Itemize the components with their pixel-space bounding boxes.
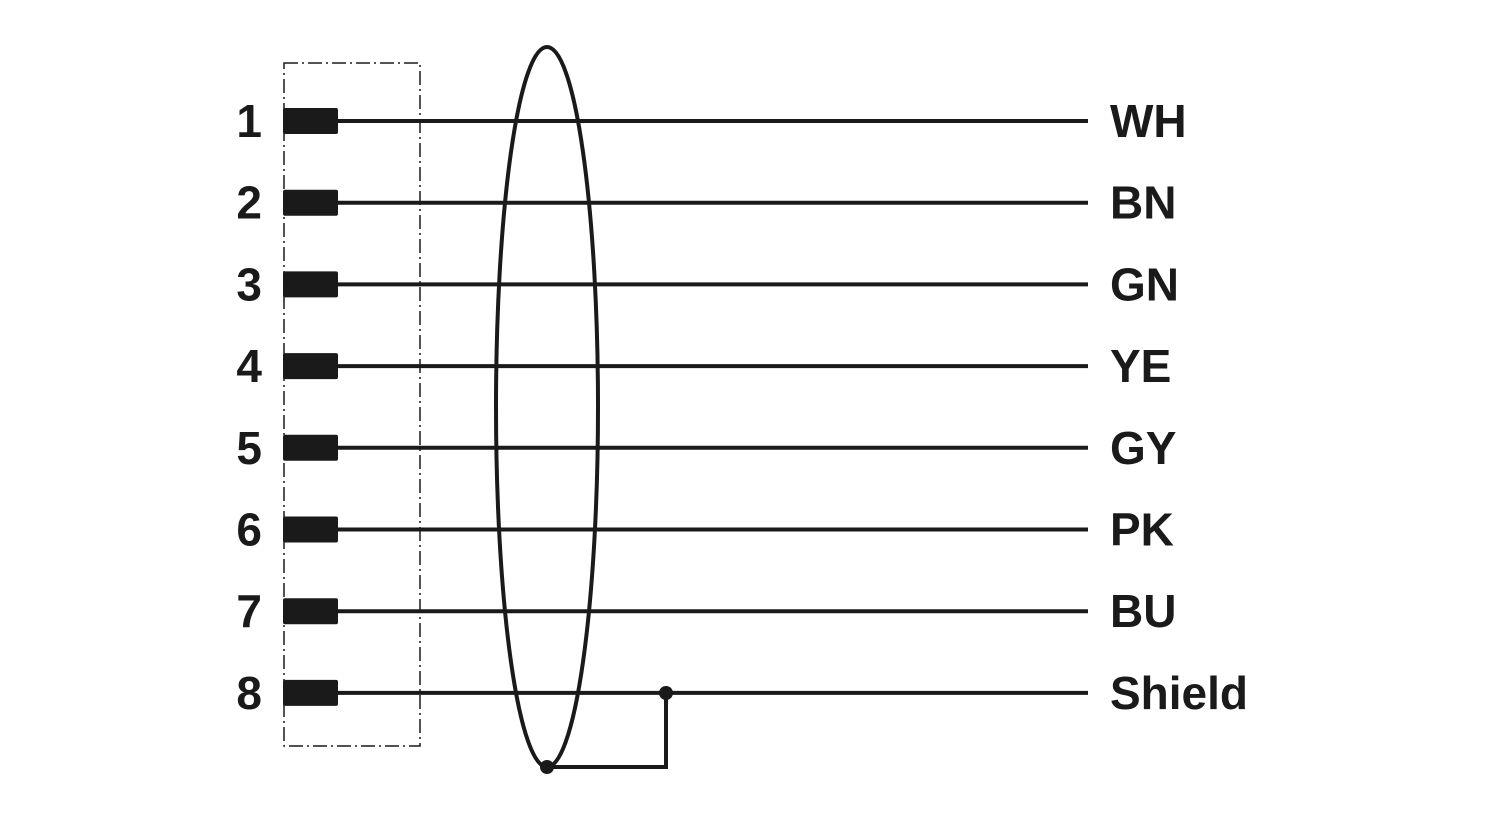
pin-contact-block	[283, 353, 338, 380]
pin-number: 7	[236, 585, 262, 637]
wire-color-label: YE	[1110, 340, 1171, 392]
pin-contact-block	[283, 516, 338, 543]
shield-junction-dot-bottom	[540, 760, 554, 774]
shield-drain-connection	[547, 693, 668, 769]
pin-number: 1	[236, 95, 262, 147]
pin-number: 4	[236, 340, 262, 392]
pin-contact-block	[283, 434, 338, 461]
pin-row-3: 3 GN	[236, 258, 1179, 310]
pin-number: 3	[236, 258, 262, 310]
pin-number: 6	[236, 504, 262, 556]
wire-color-label: GN	[1110, 258, 1179, 310]
pin-contact-block	[283, 598, 338, 625]
pin-rows: 1 WH 2 BN 3 GN 4 YE 5 GY 6 PK 7 BU 8 Shield	[236, 95, 1248, 719]
pin-row-6: 6 PK	[236, 504, 1174, 556]
pin-contact-block	[283, 271, 338, 298]
connector-housing-outline	[283, 62, 421, 747]
pin-contact-block	[283, 108, 338, 134]
pin-contact-block	[283, 679, 338, 706]
wire-color-label: PK	[1110, 504, 1174, 556]
pin-row-1: 1 WH	[236, 95, 1186, 147]
pin-number: 2	[236, 177, 262, 229]
wire-color-label: BN	[1110, 177, 1176, 229]
pin-row-8: 8 Shield	[236, 667, 1248, 719]
pin-contact-block	[283, 189, 338, 216]
cable-shield-ellipse	[494, 45, 600, 769]
pin-row-5: 5 GY	[236, 422, 1176, 474]
shield-junction-dot-wire	[659, 686, 673, 700]
pin-number: 8	[236, 667, 262, 719]
pin-row-4: 4 YE	[236, 340, 1171, 392]
wire-color-label: WH	[1110, 95, 1187, 147]
wire-color-label: Shield	[1110, 667, 1248, 719]
wire-color-label: BU	[1110, 585, 1176, 637]
wire-color-label: GY	[1110, 422, 1176, 474]
pin-number: 5	[236, 422, 262, 474]
pin-row-2: 2 BN	[236, 177, 1176, 229]
pin-row-7: 7 BU	[236, 585, 1176, 637]
